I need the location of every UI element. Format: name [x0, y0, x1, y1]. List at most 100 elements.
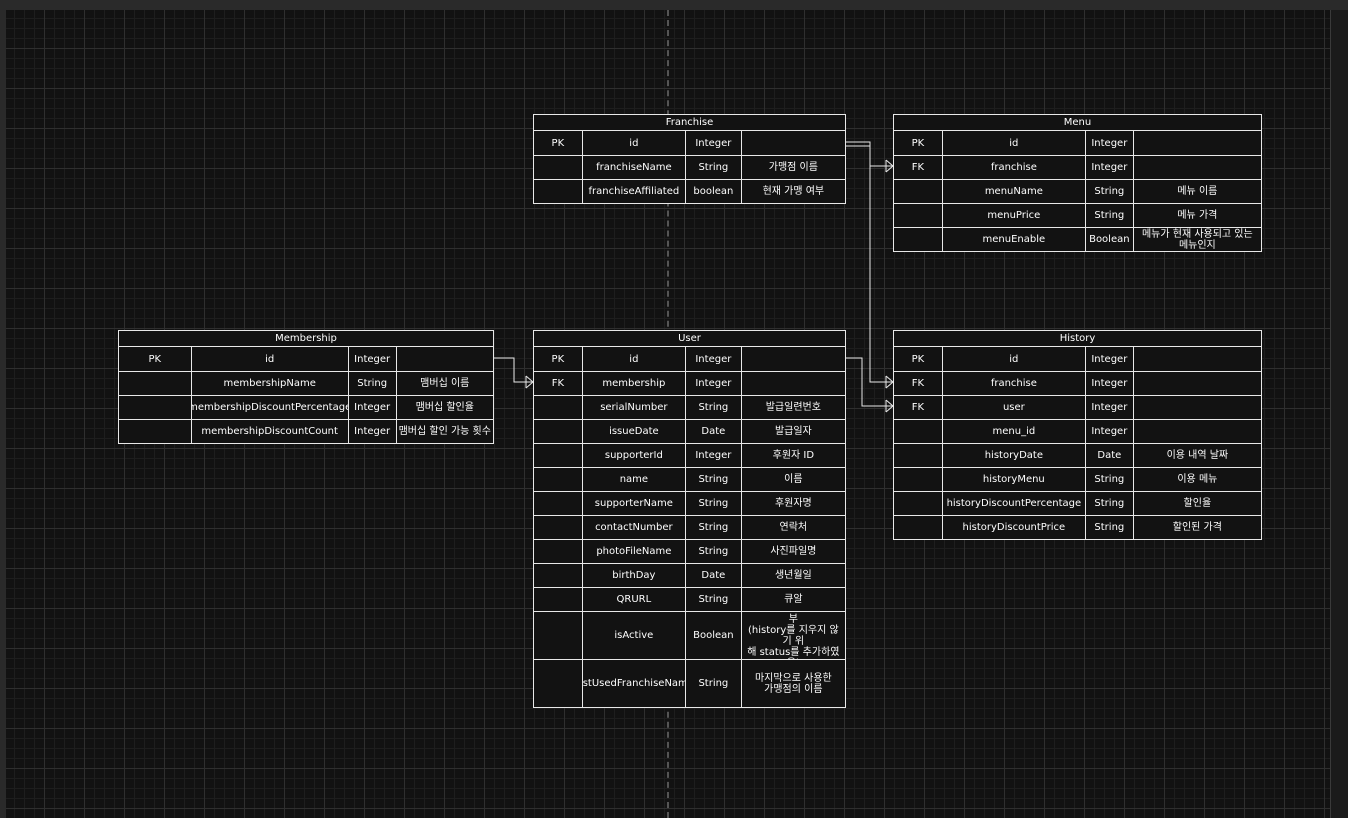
type-cell: String: [1084, 468, 1133, 491]
description-cell: [1132, 156, 1261, 179]
type-cell: Integer: [685, 131, 741, 155]
description-cell: 맴버십 할인 가능 횟수: [395, 420, 493, 443]
key-cell: [894, 180, 942, 203]
field-name-cell: id: [190, 347, 348, 371]
field-name-cell: menuName: [941, 180, 1085, 203]
description-cell: 연락처: [740, 516, 845, 539]
type-cell: String: [685, 660, 741, 707]
key-cell: PK: [911, 137, 925, 149]
type-cell: Integer: [347, 420, 396, 443]
field-name-cell: historyDiscountPercentage: [941, 492, 1085, 515]
key-cell: PK: [551, 353, 565, 365]
entity-title: User: [534, 331, 845, 347]
field-name-cell: id: [941, 131, 1085, 155]
key-cell: [894, 420, 942, 443]
field-name-cell: supporterId: [581, 444, 685, 467]
type-cell: String: [347, 372, 396, 395]
table-row[interactable]: lastUsedFranchiseNameString마지막으로 사용한 가맹점…: [534, 659, 845, 707]
description-cell: [1132, 396, 1261, 419]
vertical-scrollbar[interactable]: [1330, 10, 1348, 818]
field-name-cell: photoFileName: [581, 540, 685, 563]
field-name-cell: historyDate: [941, 444, 1085, 467]
key-cell: FK: [551, 378, 564, 389]
field-name-cell: membershipDiscountCount: [190, 420, 348, 443]
description-cell: 마지막으로 사용한 가맹점의 이름: [740, 660, 845, 707]
description-cell: [1132, 420, 1261, 443]
field-name-cell: lastUsedFranchiseName: [581, 660, 685, 707]
field-name-cell: membership: [581, 372, 685, 395]
description-cell: 이름: [740, 468, 845, 491]
description-cell: 큐알: [740, 588, 845, 611]
field-name-cell: menu_id: [941, 420, 1085, 443]
description-cell: 생년월일: [740, 564, 845, 587]
entity-title: Franchise: [534, 115, 845, 131]
description-cell: 이용 메뉴: [1132, 468, 1261, 491]
type-cell: Integer: [1084, 156, 1133, 179]
field-name-cell: supporterName: [581, 492, 685, 515]
description-cell: 맴버십 이름: [395, 372, 493, 395]
field-name-cell: serialNumber: [581, 396, 685, 419]
type-cell: String: [685, 156, 741, 179]
description-cell: 후원자 ID: [740, 444, 845, 467]
key-cell: [894, 492, 942, 515]
type-cell: Integer: [1084, 420, 1133, 443]
type-cell: String: [685, 588, 741, 611]
type-cell: String: [685, 492, 741, 515]
description-cell: [740, 372, 845, 395]
description-cell: [740, 347, 845, 371]
type-cell: Date: [685, 420, 741, 443]
field-name-cell: name: [581, 468, 685, 491]
type-cell: String: [1084, 516, 1133, 539]
table-row[interactable]: isActiveBooleanuser가 지워졌는지 여부 (history를 …: [534, 611, 845, 659]
key-cell: [894, 228, 942, 251]
description-cell: 현재 가맹 여부: [740, 180, 845, 203]
field-name-cell: isActive: [581, 612, 685, 659]
field-name-cell: membershipDiscountPercentage: [190, 396, 348, 419]
field-name-cell: id: [581, 347, 685, 371]
entity-title: History: [894, 331, 1261, 347]
description-cell: 할인된 가격: [1132, 516, 1261, 539]
field-name-cell: id: [581, 131, 685, 155]
field-name-cell: franchise: [941, 156, 1085, 179]
key-cell: [534, 588, 582, 611]
key-cell: [894, 444, 942, 467]
type-cell: Boolean: [685, 612, 741, 659]
key-cell: [894, 516, 942, 539]
